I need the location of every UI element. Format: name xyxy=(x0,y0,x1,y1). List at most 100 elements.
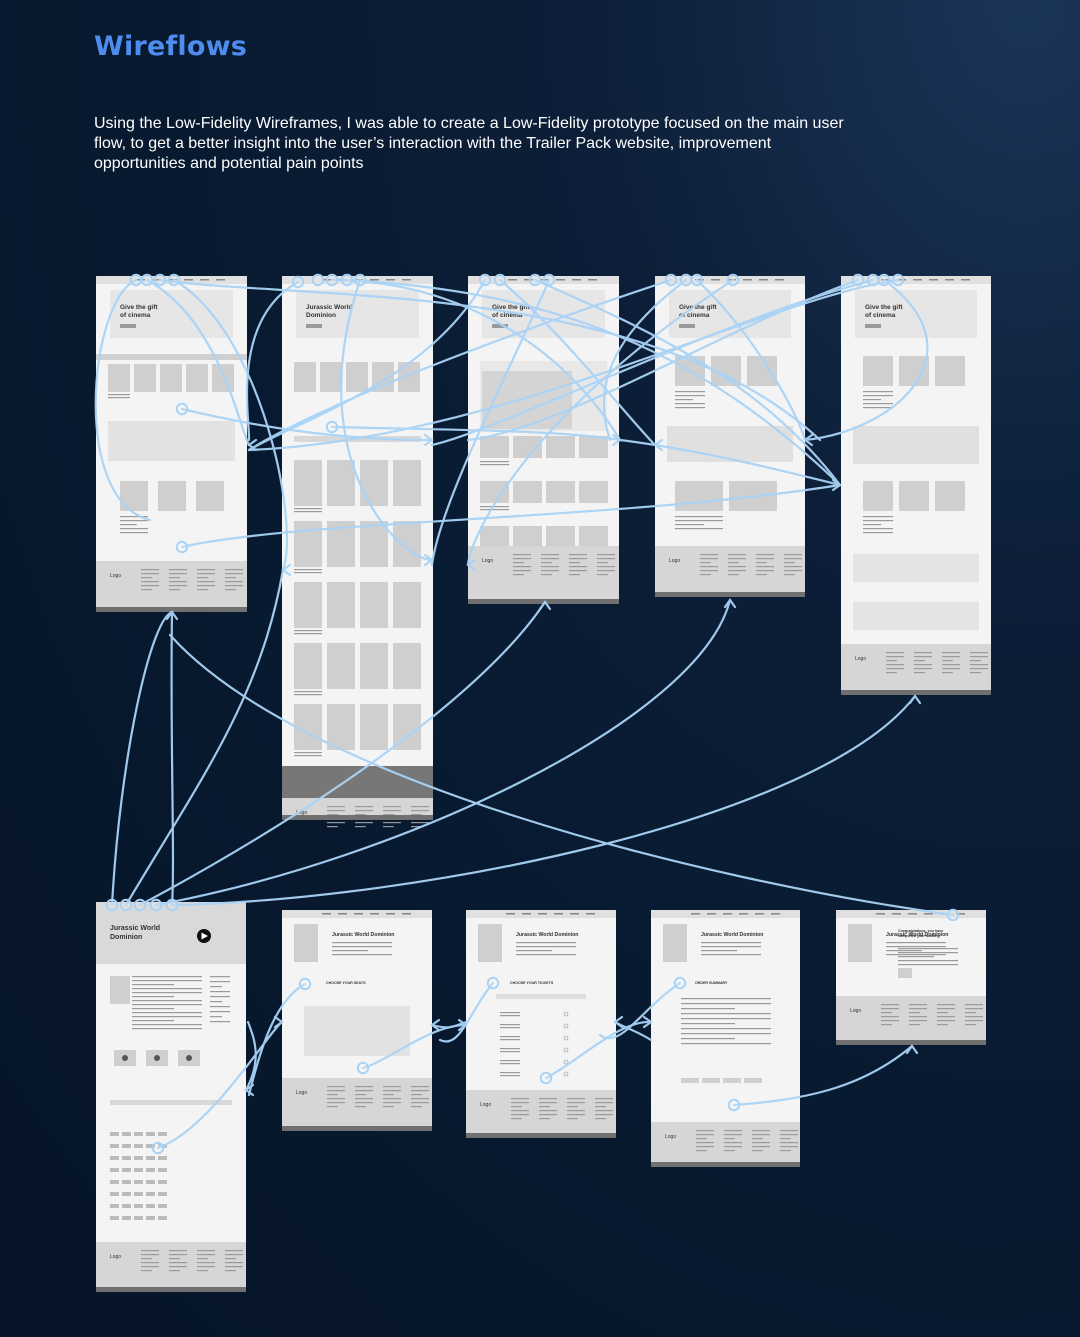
text-line xyxy=(355,1102,373,1104)
text-line xyxy=(120,532,148,534)
text-line xyxy=(675,528,723,530)
map-image xyxy=(482,371,572,429)
hero-button xyxy=(865,324,881,328)
showtime-chip xyxy=(158,1204,167,1208)
text-line xyxy=(541,574,552,576)
text-line xyxy=(567,1106,578,1108)
hero-button xyxy=(492,324,508,328)
text-line xyxy=(225,1266,243,1268)
image-placeholder xyxy=(108,364,130,392)
text-line xyxy=(886,672,897,674)
nav-link xyxy=(538,913,547,915)
text-line xyxy=(120,520,148,522)
flow-connector xyxy=(168,633,955,917)
text-line xyxy=(942,656,960,658)
text-line xyxy=(500,1012,520,1014)
movie-title: Jurassic World Dominion xyxy=(701,932,763,938)
showtime-chip xyxy=(134,1192,143,1196)
text-line xyxy=(383,822,401,824)
nav-link xyxy=(354,913,363,915)
nav-link xyxy=(739,913,748,915)
text-line xyxy=(355,1090,373,1092)
text-line xyxy=(728,558,746,560)
text-line xyxy=(500,1075,520,1077)
text-line xyxy=(728,574,739,576)
hotspot-circle xyxy=(726,273,740,287)
hotspot-circle xyxy=(119,898,133,912)
text-line xyxy=(225,585,243,587)
text-line xyxy=(225,569,243,571)
text-line xyxy=(511,1118,522,1120)
text-line xyxy=(886,954,946,956)
hotspot-circle xyxy=(690,273,704,287)
flow-connector xyxy=(430,278,551,567)
poster xyxy=(294,924,318,962)
flow-connector xyxy=(145,278,251,447)
showtime-chip xyxy=(134,1156,143,1160)
text-line xyxy=(756,554,774,556)
flow-arrowhead xyxy=(538,600,552,611)
image-placeholder xyxy=(294,521,322,567)
text-line xyxy=(965,1020,983,1022)
hotspot-circle xyxy=(340,273,354,287)
text-line xyxy=(701,942,761,944)
hero-heading: of cinema xyxy=(492,312,523,319)
flow-connector xyxy=(602,278,688,442)
showtime-chip xyxy=(122,1132,131,1136)
text-line xyxy=(355,810,373,812)
text-line xyxy=(567,1102,585,1104)
nav-link xyxy=(168,279,177,281)
text-line xyxy=(909,1012,920,1014)
promo-panel xyxy=(853,426,979,464)
text-line xyxy=(701,946,761,948)
text-line xyxy=(784,574,795,576)
text-line xyxy=(294,508,322,510)
text-line xyxy=(909,1024,920,1026)
image-placeholder xyxy=(327,704,355,750)
text-line xyxy=(225,581,243,583)
flow-arrowhead xyxy=(831,478,842,492)
quantity-stepper xyxy=(563,1023,569,1029)
showtime-chip xyxy=(110,1216,119,1220)
text-line xyxy=(898,960,958,962)
text-line xyxy=(141,569,159,571)
text-line xyxy=(169,589,180,591)
flow-connector xyxy=(158,278,822,442)
text-line xyxy=(937,1024,948,1026)
text-line xyxy=(886,660,897,662)
image-placeholder xyxy=(186,364,208,392)
section-heading: completed your booking xyxy=(898,934,940,938)
text-line xyxy=(197,1270,208,1272)
text-line xyxy=(970,668,988,670)
text-line xyxy=(516,946,576,948)
text-line xyxy=(724,1138,735,1140)
text-line xyxy=(681,1013,771,1015)
showtime-chip xyxy=(122,1180,131,1184)
text-line xyxy=(756,566,774,568)
text-line xyxy=(500,1060,520,1062)
text-line xyxy=(197,1258,208,1260)
text-line xyxy=(294,691,322,693)
footer-bar xyxy=(841,690,991,695)
text-line xyxy=(937,1020,955,1022)
nav-link xyxy=(711,279,720,281)
hotspot-circle xyxy=(673,976,687,990)
showtime-chip xyxy=(122,1204,131,1208)
text-line xyxy=(500,1072,520,1074)
text-line xyxy=(225,1270,236,1272)
image-placeholder xyxy=(360,704,388,750)
text-line xyxy=(132,984,174,986)
flow-arrowhead xyxy=(423,553,434,567)
flow-arrowhead xyxy=(430,1018,441,1032)
text-line xyxy=(355,826,366,828)
text-line xyxy=(132,988,202,990)
hotspot-circle xyxy=(542,273,556,287)
text-line xyxy=(383,1098,401,1100)
text-line xyxy=(965,1016,983,1018)
text-line xyxy=(197,573,215,575)
text-line xyxy=(210,1016,222,1018)
text-line xyxy=(327,814,338,816)
hotspot-circle xyxy=(175,402,189,416)
image-placeholder xyxy=(398,362,420,392)
hotspot-circle xyxy=(356,1061,370,1075)
